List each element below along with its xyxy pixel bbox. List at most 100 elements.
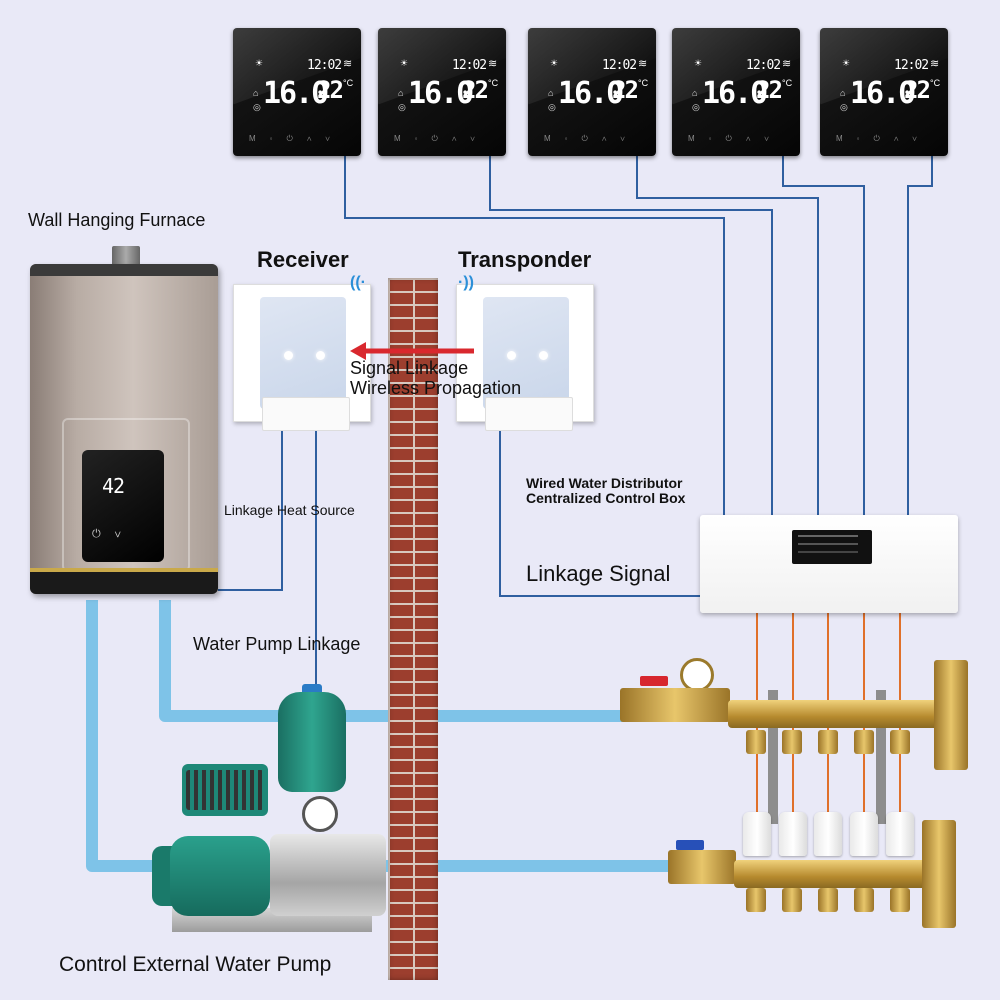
supply-valve-handle — [640, 676, 668, 686]
thermostat-mode-icon: ☀ — [400, 58, 409, 68]
return-manifold-end — [922, 820, 956, 928]
thermostat-2: ☀ 12:02 ≋ ⌂◎ 16.0 22 °C M◦⏻∧∨ — [378, 28, 506, 156]
linkage-heat-source-label: Linkage Heat Source — [224, 502, 355, 518]
wire-thermostat-4 — [782, 156, 865, 515]
thermostat-buttons: M◦⏻∧∨ — [394, 134, 489, 143]
supply-manifold — [728, 700, 938, 728]
thermostat-mode-icon: ☀ — [550, 58, 559, 68]
furnace-buttons: ⏻∨ — [92, 528, 135, 540]
receiver-label: Receiver — [257, 247, 349, 272]
thermostat-time: 12:02 — [602, 58, 637, 73]
wifi-icon: ≋ — [930, 58, 940, 70]
receiver-indicator — [284, 351, 293, 360]
transponder-device — [456, 284, 594, 431]
thermostat-side-icons: ⌂◎ — [398, 88, 406, 112]
celsius-icon: °C — [638, 78, 649, 88]
control-box-screen — [792, 530, 872, 564]
transponder-glass — [483, 297, 569, 409]
manifold-outlet — [890, 888, 910, 912]
brick-wall — [388, 278, 438, 980]
signal-wires — [218, 156, 933, 688]
wire-thermostat-2 — [489, 156, 773, 515]
manifold-outlet — [890, 730, 910, 754]
furnace-top — [30, 264, 218, 276]
receiver-glass — [260, 297, 346, 409]
transponder-label: Transponder — [458, 247, 592, 272]
pump-gauge-icon — [302, 796, 338, 832]
pump-motor — [170, 836, 270, 916]
thermostat-time: 12:02 — [894, 58, 929, 73]
return-valve-handle — [676, 840, 704, 850]
thermostat-5: ☀ 12:02 ≋ ⌂◎ 16.0 22 °C M◦⏻∧∨ — [820, 28, 948, 156]
actuator-head — [779, 812, 807, 856]
wire-thermostat-1 — [344, 156, 725, 515]
actuator-head — [886, 812, 914, 856]
motor-fan-grill — [186, 770, 264, 810]
thermostat-current-temp: 22 — [756, 76, 783, 104]
distributor-label-line1: Wired Water Distributor — [526, 475, 683, 491]
wifi-icon: ≋ — [638, 58, 648, 70]
signal-linkage-label: Signal Linkage — [350, 358, 469, 378]
thermostat-time: 12:02 — [746, 58, 781, 73]
actuator-head — [814, 812, 842, 856]
manifold-outlet — [782, 888, 802, 912]
transponder-wifi-icon: ·)) — [458, 274, 474, 291]
furnace-label: Wall Hanging Furnace — [28, 210, 206, 230]
pressure-tank — [278, 692, 346, 792]
manifold-outlet — [746, 730, 766, 754]
thermostat-current-temp: 22 — [462, 76, 489, 104]
manifold-outlet — [818, 888, 838, 912]
water-pipe-return — [86, 600, 180, 872]
wifi-icon: ≋ — [782, 58, 792, 70]
thermostat-side-icons: ⌂◎ — [840, 88, 848, 112]
thermostat-set-temp: 16.0 — [702, 76, 768, 111]
receiver-device — [233, 284, 371, 431]
thermostat-side-icons: ⌂◎ — [253, 88, 261, 112]
thermostat-side-icons: ⌂◎ — [692, 88, 700, 112]
thermostat-4: ☀ 12:02 ≋ ⌂◎ 16.0 22 °C M◦⏻∧∨ — [672, 28, 800, 156]
thermostat-1: ☀ 12:02 ≋ ⌂◎ 16.0 22 °C M◦⏻∧∨ — [233, 28, 361, 156]
water-pipe-supply — [159, 600, 390, 722]
thermostat-mode-icon: ☀ — [255, 58, 264, 68]
centralized-control-box — [700, 515, 958, 613]
celsius-icon: °C — [488, 78, 499, 88]
furnace-display: 42 — [102, 474, 125, 498]
thermostat-buttons: M◦⏻∧∨ — [249, 134, 344, 143]
transponder-base — [485, 397, 573, 431]
return-valve-body — [668, 850, 736, 884]
furnace-control-panel: 42 ⏻∨ — [82, 450, 164, 562]
receiver-indicator — [316, 351, 325, 360]
control-external-pump-label: Control External Water Pump — [59, 953, 332, 976]
linkage-signal-label: Linkage Signal — [526, 561, 671, 586]
actuator-head — [743, 812, 771, 856]
celsius-icon: °C — [343, 78, 354, 88]
thermostat-buttons: M◦⏻∧∨ — [544, 134, 639, 143]
wifi-icon: ≋ — [488, 58, 498, 70]
transponder-indicator — [507, 351, 516, 360]
actuator-head — [850, 812, 878, 856]
wireless-propagation-label: Wireless Propagation — [350, 378, 522, 398]
thermostat-mode-icon: ☀ — [694, 58, 703, 68]
manifold-outlet — [818, 730, 838, 754]
thermostat-buttons: M◦⏻∧∨ — [836, 134, 931, 143]
thermostat-current-temp: 22 — [904, 76, 931, 104]
celsius-icon: °C — [930, 78, 941, 88]
furnace-trim — [30, 568, 218, 572]
thermostat-buttons: M◦⏻∧∨ — [688, 134, 783, 143]
transponder-indicator — [539, 351, 548, 360]
manifold-outlet — [746, 888, 766, 912]
pressure-gauge-icon — [680, 658, 714, 692]
wall-hanging-furnace: 42 ⏻∨ — [30, 264, 218, 594]
receiver-base — [262, 397, 350, 431]
supply-manifold-end — [934, 660, 968, 770]
thermostat-set-temp: 16.0 — [263, 76, 329, 111]
thermostat-current-temp: 22 — [612, 76, 639, 104]
manifold-outlet — [854, 888, 874, 912]
wire-linkage-heat-source — [218, 430, 283, 591]
manifold-bracket — [876, 690, 886, 824]
distributor-label-line2: Centralized Control Box — [526, 490, 686, 506]
manifold-outlet — [854, 730, 874, 754]
pump-body — [270, 834, 386, 916]
manifold-outlet — [782, 730, 802, 754]
